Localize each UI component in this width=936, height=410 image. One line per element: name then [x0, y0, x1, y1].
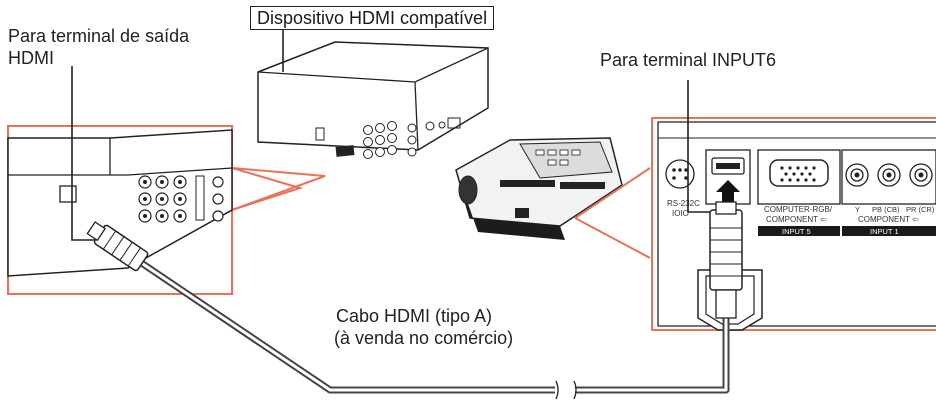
output-terminal-label-line2: HDMI [8, 48, 54, 68]
input1-label: INPUT 1 [870, 227, 899, 236]
input5-label: INPUT 5 [782, 227, 811, 236]
hdmi-device-illustration [257, 41, 489, 159]
left-callout-zoom [7, 125, 326, 295]
component-in2-label: COMPONENT ⇦ [858, 215, 919, 224]
rs232-label: RS-232C [667, 199, 700, 208]
computer-rgb-label: COMPUTER-RGB/ [764, 205, 833, 214]
output-terminal-label-line1: Para terminal de saída [8, 26, 190, 46]
input6-terminal-label: Para terminal INPUT6 [600, 50, 777, 70]
pointer-lines [71, 26, 712, 241]
pr-label: PR (CR) [906, 205, 935, 214]
hdmi-cable [86, 201, 743, 400]
y-label: Y [855, 205, 860, 214]
hdmi-device-label: Dispositivo HDMI compatível [250, 6, 495, 30]
cable-label-line1: Cabo HDMI (tipo A) [336, 306, 493, 326]
component-in-label: COMPONENT ⇦ [766, 215, 827, 224]
ioio-label: IOIO [672, 209, 689, 218]
projector-illustration [455, 137, 623, 240]
pb-label: PB (CB) [872, 205, 900, 214]
right-callout-panel: RS-232C IOIO COMPUTER-RGB/ COMPONENT ⇦ I… [574, 117, 936, 331]
cable-label-line2: (à venda no comércio) [334, 328, 514, 348]
